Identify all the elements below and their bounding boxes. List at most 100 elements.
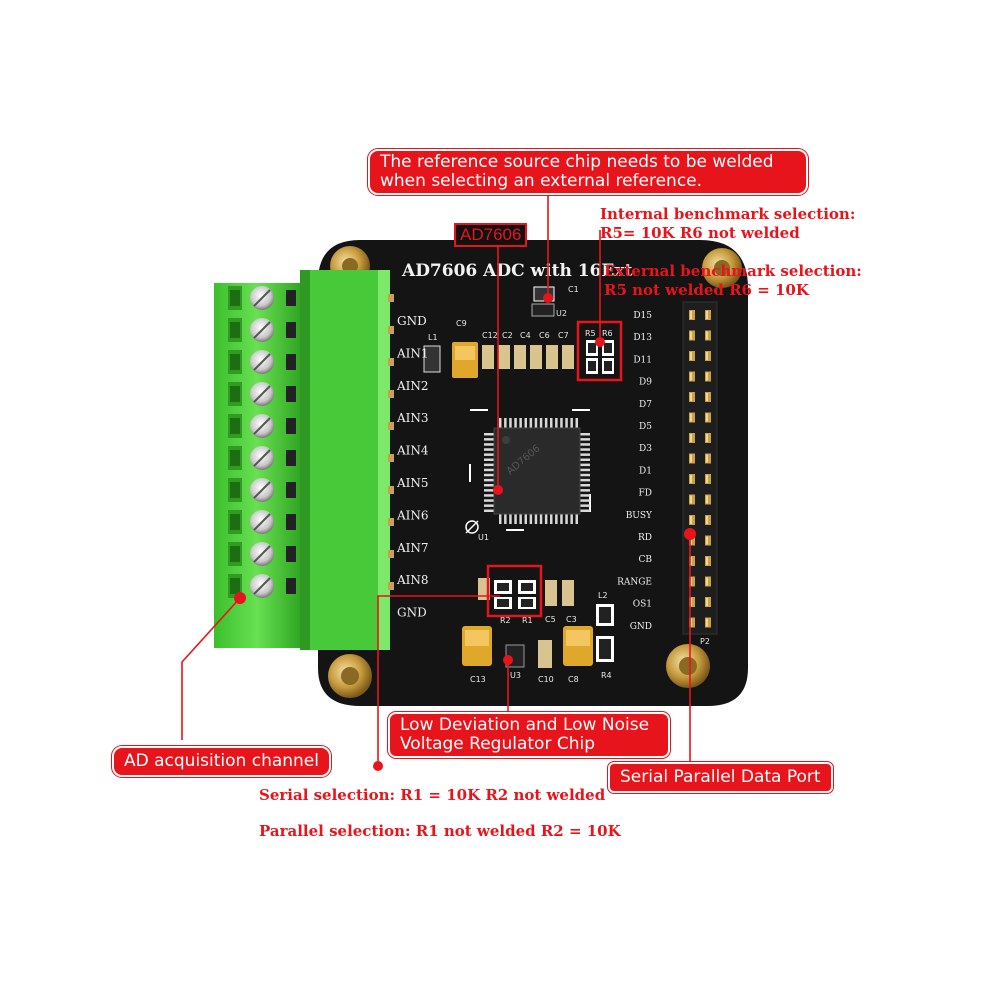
chip-lead	[484, 463, 494, 467]
chip-lead	[484, 438, 494, 441]
leader-lines	[181, 190, 696, 771]
chip-lead	[570, 514, 573, 524]
chip-lead	[504, 514, 507, 524]
label-p2: P2	[700, 637, 710, 646]
analog-pin-label: AIN2	[396, 379, 429, 393]
internal-benchmark-line1: Internal benchmark selection:	[600, 205, 856, 223]
data-pin-label: CB	[639, 555, 653, 565]
chip-lead	[534, 514, 538, 524]
chip-lead	[580, 489, 590, 492]
label-l2: L2	[598, 591, 608, 600]
header-pin	[689, 310, 695, 320]
standoff-screw	[666, 644, 710, 688]
label-c3: C3	[566, 615, 577, 624]
data-pin-label: BUSY	[626, 511, 653, 521]
chip-lead	[550, 514, 553, 524]
internal-benchmark-line2: R5= 10K R6 not welded	[600, 224, 800, 242]
header-pin	[689, 371, 695, 382]
chip-lead	[580, 473, 590, 477]
chip-lead	[539, 514, 543, 524]
chip-lead	[484, 473, 494, 477]
chip-lead	[580, 463, 590, 467]
chip-lead	[544, 418, 548, 428]
label-c5: C5	[545, 615, 556, 624]
chip-lead	[539, 418, 543, 428]
header-pin	[689, 412, 695, 423]
data-pin-label: D11	[633, 355, 652, 365]
chip-lead	[555, 418, 558, 428]
header-pin	[705, 412, 711, 423]
terminal-screw	[228, 350, 394, 374]
header-pin	[705, 556, 711, 566]
data-pin-label: RD	[638, 533, 652, 543]
data-pin-label: D5	[639, 422, 652, 432]
label-c4: C4	[520, 331, 531, 340]
terminal-screw	[228, 542, 394, 566]
component-row-top	[423, 286, 614, 378]
chip-lead	[484, 478, 494, 482]
header-pin	[689, 392, 695, 402]
terminal-screw	[228, 510, 394, 534]
label-r4: R4	[601, 671, 612, 680]
label-u3: U3	[510, 671, 521, 680]
chip-lead	[519, 418, 522, 428]
header-pin	[705, 597, 711, 607]
chip-lead	[529, 418, 533, 428]
chip-lead	[514, 514, 517, 524]
header-pin	[705, 310, 711, 320]
analog-pin-label: AIN5	[396, 476, 429, 490]
header-pin	[689, 535, 695, 546]
header-pin	[705, 392, 711, 402]
chip-lead	[524, 514, 527, 524]
header-pin	[705, 617, 711, 628]
chip-lead	[580, 458, 590, 461]
label-c6: C6	[539, 331, 550, 340]
chip-lead	[484, 494, 494, 497]
header-pin	[689, 433, 695, 443]
header-pin	[705, 371, 711, 382]
chip-lead	[580, 499, 590, 502]
chip-lead	[565, 514, 568, 524]
r1-r2-highlight	[486, 564, 543, 618]
reference-chip-line1: The reference source chip needs to be we…	[380, 152, 774, 172]
label-r2: R2	[500, 616, 511, 625]
chip-lead	[580, 509, 590, 512]
header-pin	[689, 556, 695, 566]
chip-lead	[570, 418, 573, 428]
chip-lead	[580, 478, 590, 482]
label-r1: R1	[522, 616, 533, 625]
external-benchmark-note: External benchmark selection: R5 not wel…	[604, 262, 862, 300]
chip-lead	[484, 448, 494, 451]
data-pin-label: FD	[639, 489, 652, 499]
data-pin-label: D9	[639, 378, 652, 388]
header-pin	[689, 330, 695, 341]
header-pin	[689, 597, 695, 607]
internal-benchmark-note: Internal benchmark selection: R5= 10K R6…	[600, 205, 855, 243]
chip-lead	[580, 453, 590, 456]
analog-pin-label: AIN1	[396, 346, 429, 360]
regulator-line1: Low Deviation and Low Noise	[400, 715, 650, 735]
analog-pin-label: AIN4	[396, 444, 429, 458]
label-c12: C12	[482, 331, 498, 340]
chip-lead	[484, 489, 494, 492]
ad7606-chip: AD7606	[465, 409, 591, 534]
terminal-screw	[228, 286, 394, 310]
label-c2: C2	[502, 331, 513, 340]
data-pin-label: GND	[630, 622, 652, 632]
chip-lead	[555, 514, 558, 524]
label-u1: U1	[478, 533, 489, 542]
header-pin	[689, 453, 695, 464]
chip-lead	[484, 484, 494, 487]
regulator-line2: Voltage Regulator Chip	[400, 734, 596, 754]
chip-lead	[499, 418, 502, 428]
header-pin	[705, 535, 711, 546]
header-pin	[689, 494, 695, 505]
chip-lead	[499, 514, 502, 524]
terminal-screw	[228, 382, 394, 406]
regulator-callout: Low Deviation and Low Noise Voltage Regu…	[388, 712, 670, 758]
chip-lead	[580, 448, 590, 451]
chip-lead	[580, 494, 590, 497]
analog-pin-label: AIN6	[396, 508, 429, 522]
